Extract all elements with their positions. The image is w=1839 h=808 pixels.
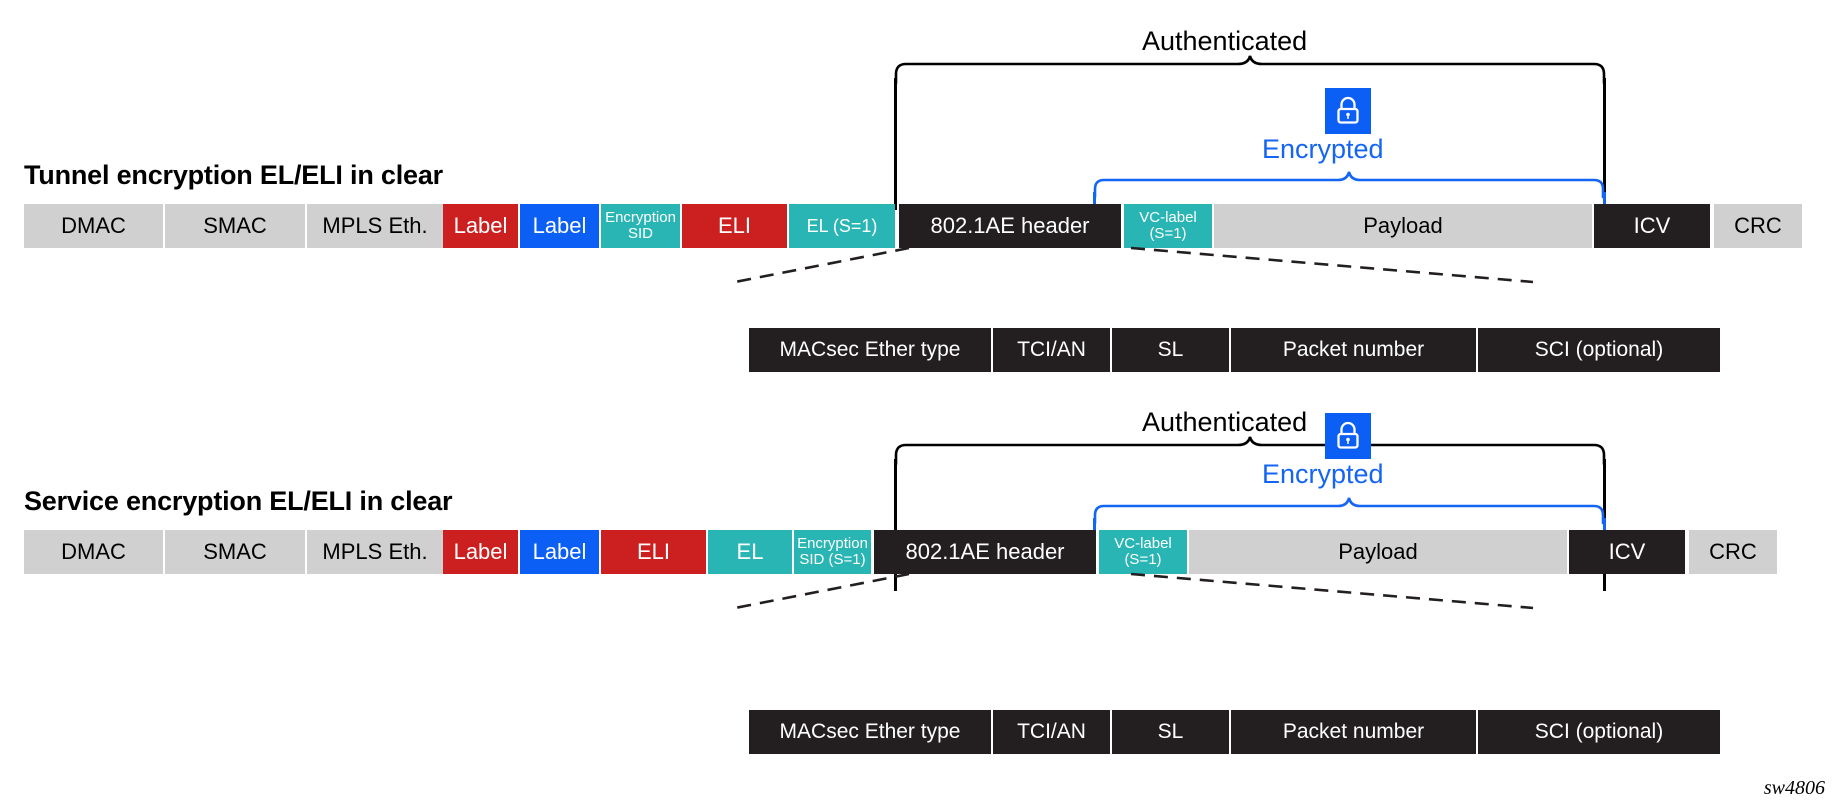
packet-cell-crc: CRC <box>1689 530 1777 574</box>
packet-cell-eli: ELI <box>601 530 706 574</box>
encrypted-brace-left-stem-row2 <box>1093 518 1096 538</box>
packet-cell-label-blue: Label <box>520 204 599 248</box>
authenticated-brace-left-stem-row1 <box>894 78 897 210</box>
packet-cell-encryption-sid: Encryption SID (S=1) <box>794 530 871 574</box>
packet-cell-encryption-sid: Encryption SID <box>601 204 680 248</box>
packet-cell-smac: SMAC <box>165 204 305 248</box>
row-title-service: Service encryption EL/ELI in clear <box>24 486 453 516</box>
packet-cell-8021ae-header: 802.1AE header <box>899 204 1121 248</box>
packet-cell-label-red: Label <box>443 204 518 248</box>
encrypted-brace-row1 <box>1093 171 1606 199</box>
packet-cell-mpls-eth: MPLS Eth. <box>307 204 443 248</box>
packet-cell-dmac: DMAC <box>24 530 163 574</box>
detail-cell-sci-optional: SCI (optional) <box>1478 328 1720 372</box>
row-title-tunnel: Tunnel encryption EL/ELI in clear <box>24 160 443 190</box>
packet-cell-el: EL (S=1) <box>789 204 895 248</box>
packet-cell-eli: ELI <box>682 204 787 248</box>
lock-icon <box>1325 413 1371 459</box>
encrypted-brace-right-stem-row1 <box>1603 192 1606 212</box>
figure-credit: sw4806 <box>1763 777 1825 799</box>
encrypted-label-row1: Encrypted <box>1262 134 1384 164</box>
lock-icon <box>1325 88 1371 134</box>
detail-cell-macsec-ether-type: MACsec Ether type <box>749 328 993 372</box>
encrypted-brace-row2 <box>1093 497 1606 525</box>
authenticated-label-row1: Authenticated <box>1142 26 1308 56</box>
detail-cell-sci-optional: SCI (optional) <box>1478 710 1720 754</box>
detail-cell-tci-an: TCI/AN <box>993 328 1112 372</box>
packet-cell-el: EL <box>708 530 792 574</box>
authenticated-label-row2: Authenticated <box>1142 407 1308 437</box>
detail-leader-lines-row2 <box>734 572 1535 610</box>
packet-cell-mpls-eth: MPLS Eth. <box>307 530 443 574</box>
macsec-header-detail-row1: MACsec Ether type TCI/AN SL Packet numbe… <box>749 328 1720 372</box>
encrypted-label-row2: Encrypted <box>1262 459 1384 489</box>
packet-row-tunnel: DMAC SMAC MPLS Eth. Label Label Encrypti… <box>24 204 1810 248</box>
packet-cell-smac: SMAC <box>165 530 305 574</box>
packet-row-service: DMAC SMAC MPLS Eth. Label Label ELI EL E… <box>24 530 1810 574</box>
packet-cell-label-blue: Label <box>520 530 599 574</box>
detail-cell-sl: SL <box>1112 328 1231 372</box>
macsec-header-detail-row2: MACsec Ether type TCI/AN SL Packet numbe… <box>749 710 1720 754</box>
detail-cell-tci-an: TCI/AN <box>993 710 1112 754</box>
packet-cell-label-red: Label <box>443 530 518 574</box>
packet-cell-vc-label: VC-label (S=1) <box>1099 530 1187 574</box>
detail-cell-sl: SL <box>1112 710 1231 754</box>
authenticated-brace-row2 <box>894 436 1606 466</box>
detail-cell-packet-number: Packet number <box>1231 710 1478 754</box>
authenticated-brace-left-stem-row2 <box>894 459 897 591</box>
authenticated-brace-right-stem-row1 <box>1603 78 1606 210</box>
packet-cell-crc: CRC <box>1714 204 1802 248</box>
packet-cell-payload: Payload <box>1189 530 1567 574</box>
packet-cell-dmac: DMAC <box>24 204 163 248</box>
authenticated-brace-row1 <box>894 55 1606 85</box>
packet-cell-vc-label: VC-label (S=1) <box>1124 204 1212 248</box>
packet-cell-icv: ICV <box>1594 204 1710 248</box>
detail-leader-lines-row1 <box>734 246 1535 284</box>
detail-cell-macsec-ether-type: MACsec Ether type <box>749 710 993 754</box>
packet-cell-icv: ICV <box>1569 530 1685 574</box>
encrypted-brace-right-stem-row2 <box>1603 518 1606 538</box>
packet-cell-8021ae-header: 802.1AE header <box>874 530 1096 574</box>
encrypted-brace-left-stem-row1 <box>1093 192 1096 212</box>
packet-cell-payload: Payload <box>1214 204 1592 248</box>
detail-cell-packet-number: Packet number <box>1231 328 1478 372</box>
